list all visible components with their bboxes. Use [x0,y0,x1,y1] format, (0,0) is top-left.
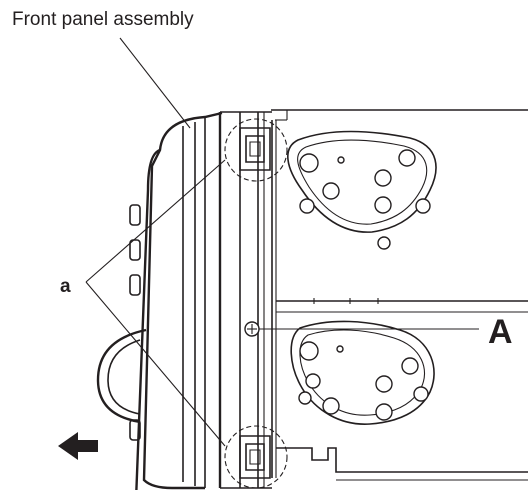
callout-a-leader-bottom [85,281,226,447]
callout-label-A: A [488,313,513,351]
latch-bottom [224,425,288,489]
front-panel-body [96,111,272,490]
assembly-label: Front panel assembly [12,9,194,30]
screw-icon [244,321,260,337]
callout-label-a: a [60,276,71,297]
side-button [129,274,141,296]
lower-circuit-board [290,320,435,425]
callout-a-leader-top [85,159,226,283]
latch-top [224,118,288,182]
assembly-leader-line [119,37,191,129]
side-button [129,204,141,226]
volume-knob [96,328,147,424]
arrow-left-icon [58,432,98,460]
chassis-frame [271,109,528,481]
side-button [129,239,141,261]
upper-circuit-board [287,130,437,250]
